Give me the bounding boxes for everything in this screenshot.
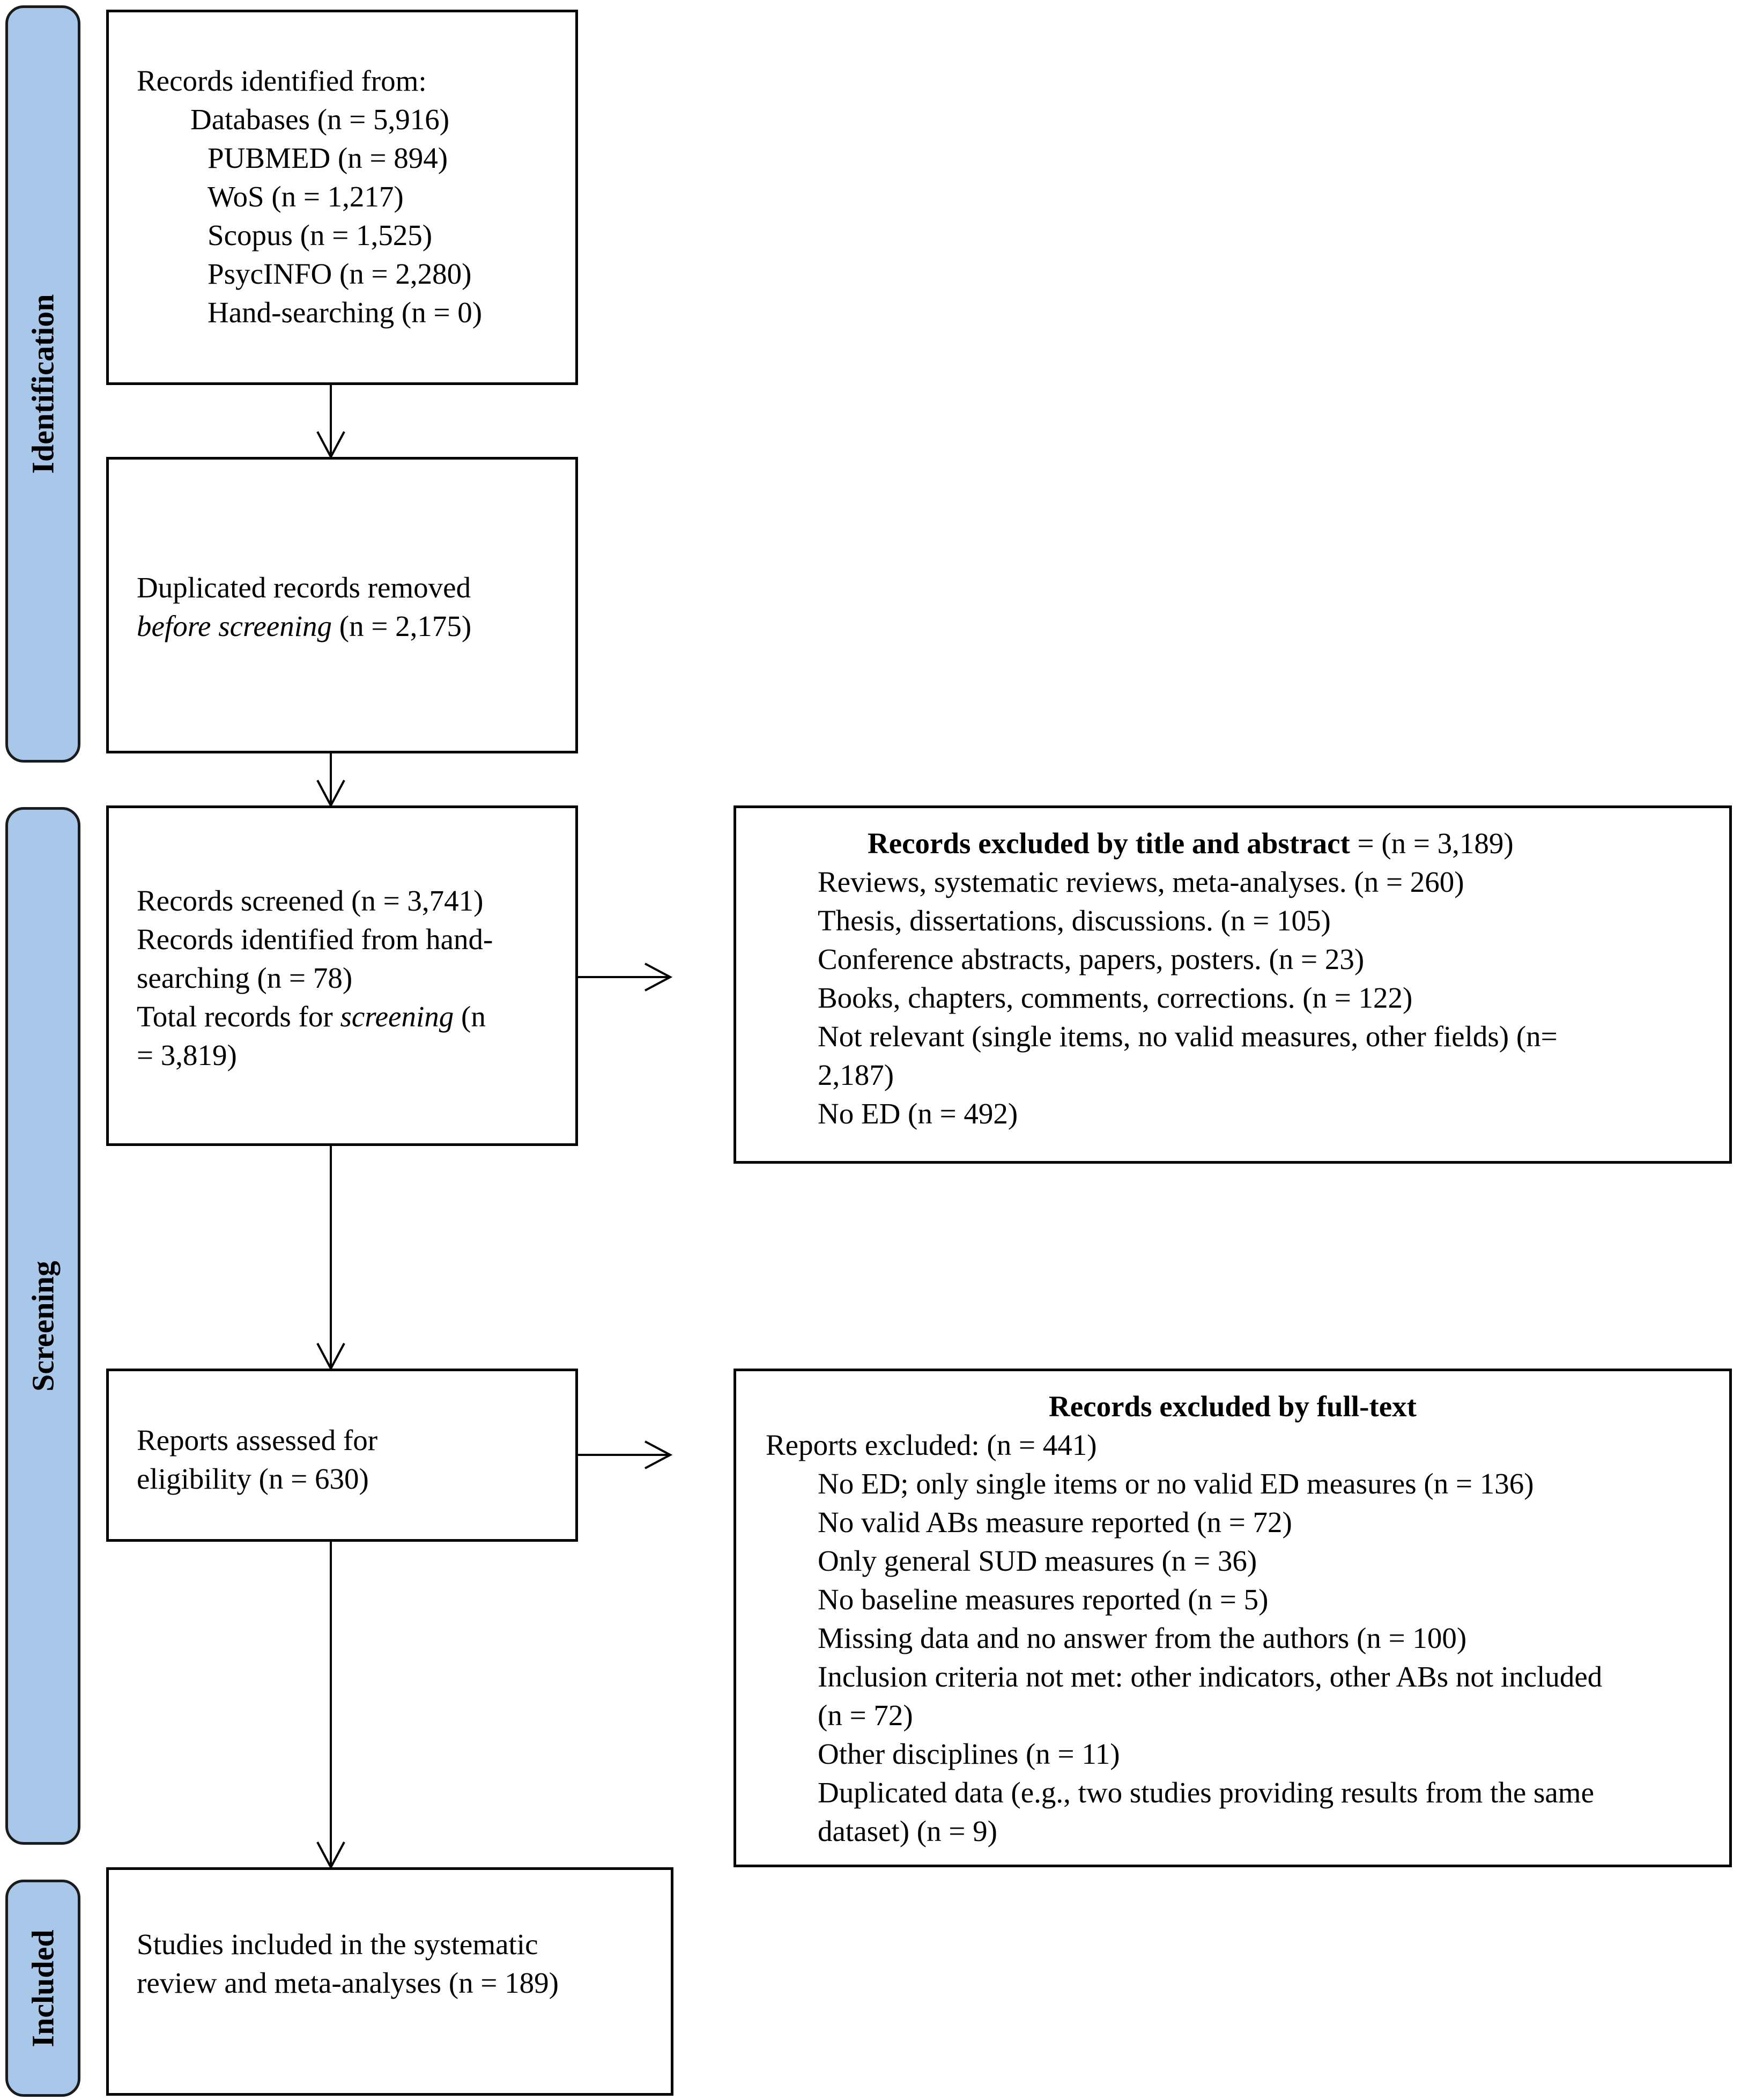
pubmed-count: PUBMED (n = 894)	[208, 142, 448, 174]
fulltext-excluded-item: Duplicated data (e.g., two studies provi…	[818, 1776, 1594, 1809]
arrowhead-identification-to-duplicates	[316, 431, 345, 460]
fulltext-excluded-item: (n = 72)	[818, 1699, 913, 1732]
excluded-item: Thesis, dissertations, discussions. (n =…	[818, 904, 1331, 937]
fulltext-excluded-item: Missing data and no answer from the auth…	[818, 1622, 1467, 1654]
duplicates-count: (n = 2,175)	[332, 610, 472, 642]
total-screening-italic: screening	[340, 1000, 454, 1033]
excluded-title-abstract-box: Records excluded by title and abstract =…	[734, 805, 1732, 1164]
eligibility-line2: eligibility (n = 630)	[137, 1462, 369, 1495]
arrowhead-duplicates-to-screened	[316, 780, 345, 808]
phase-screening: Screening	[5, 807, 80, 1845]
excluded-item: Not relevant (single items, no valid mea…	[818, 1020, 1558, 1053]
fulltext-excluded-item: Other disciplines (n = 11)	[818, 1737, 1120, 1770]
excluded-item: Conference abstracts, papers, posters. (…	[818, 943, 1365, 975]
excluded-title-total: = (n = 3,189)	[1350, 827, 1514, 860]
excluded-fulltext-heading: Records excluded by full-text	[1049, 1390, 1417, 1423]
duplicates-line1: Duplicated records removed	[137, 571, 471, 604]
arrowhead-eligibility-to-included	[316, 1842, 345, 1870]
fulltext-excluded-item: No baseline measures reported (n = 5)	[818, 1583, 1269, 1616]
reports-excluded-count: Reports excluded: (n = 441)	[766, 1429, 1097, 1461]
included-studies-box: Studies included in the systematic revie…	[106, 1867, 673, 2096]
phase-identification: Identification	[5, 5, 80, 763]
wos-count: WoS (n = 1,217)	[208, 180, 404, 213]
databases-count: Databases (n = 5,916)	[190, 103, 450, 136]
excluded-item: No ED (n = 492)	[818, 1097, 1018, 1130]
excluded-item: 2,187)	[818, 1059, 894, 1091]
excluded-item: Reviews, systematic reviews, meta-analys…	[818, 866, 1464, 898]
included-line2: review and meta-analyses (n = 189)	[137, 1966, 559, 1999]
fulltext-excluded-item: dataset) (n = 9)	[818, 1815, 997, 1847]
fulltext-excluded-item: Only general SUD measures (n = 36)	[818, 1544, 1257, 1577]
excluded-item: Books, chapters, comments, corrections. …	[818, 981, 1413, 1014]
hand-searching-line2: searching (n = 78)	[137, 962, 353, 994]
psycinfo-count: PsycINFO (n = 2,280)	[208, 257, 472, 290]
excluded-fulltext-box: Records excluded by full-text Reports ex…	[734, 1369, 1732, 1867]
included-line1: Studies included in the systematic	[137, 1928, 538, 1961]
eligibility-box: Reports assessed for eligibility (n = 63…	[106, 1369, 578, 1542]
identification-heading: Records identified from:	[137, 64, 427, 97]
total-screening-count: = 3,819)	[137, 1039, 237, 1071]
duplicates-italic: before screening	[137, 610, 332, 642]
records-screened: Records screened (n = 3,741)	[137, 884, 484, 917]
identification-box: Records identified from: Databases (n = …	[106, 10, 578, 385]
fulltext-excluded-item: Inclusion criteria not met: other indica…	[818, 1660, 1603, 1693]
duplicates-box: Duplicated records removed before screen…	[106, 457, 578, 753]
arrowhead-eligibility-to-excluded	[644, 1440, 673, 1469]
arrowhead-screened-to-eligibility	[316, 1343, 345, 1371]
total-screening-start: Total records for	[137, 1000, 340, 1033]
records-screened-box: Records screened (n = 3,741) Records ide…	[106, 805, 578, 1146]
excluded-title-heading: Records excluded by title and abstract	[868, 827, 1350, 860]
hand-searching-line1: Records identified from hand-	[137, 923, 493, 956]
eligibility-line1: Reports assessed for	[137, 1424, 378, 1456]
phase-included: Included	[5, 1880, 80, 2097]
scopus-count: Scopus (n = 1,525)	[208, 219, 433, 252]
arrowhead-screened-to-excluded	[644, 963, 673, 992]
total-screening-end: (n	[454, 1000, 486, 1033]
fulltext-excluded-item: No ED; only single items or no valid ED …	[818, 1467, 1534, 1500]
hand-searching-count: Hand-searching (n = 0)	[208, 296, 483, 329]
fulltext-excluded-item: No valid ABs measure reported (n = 72)	[818, 1506, 1292, 1539]
